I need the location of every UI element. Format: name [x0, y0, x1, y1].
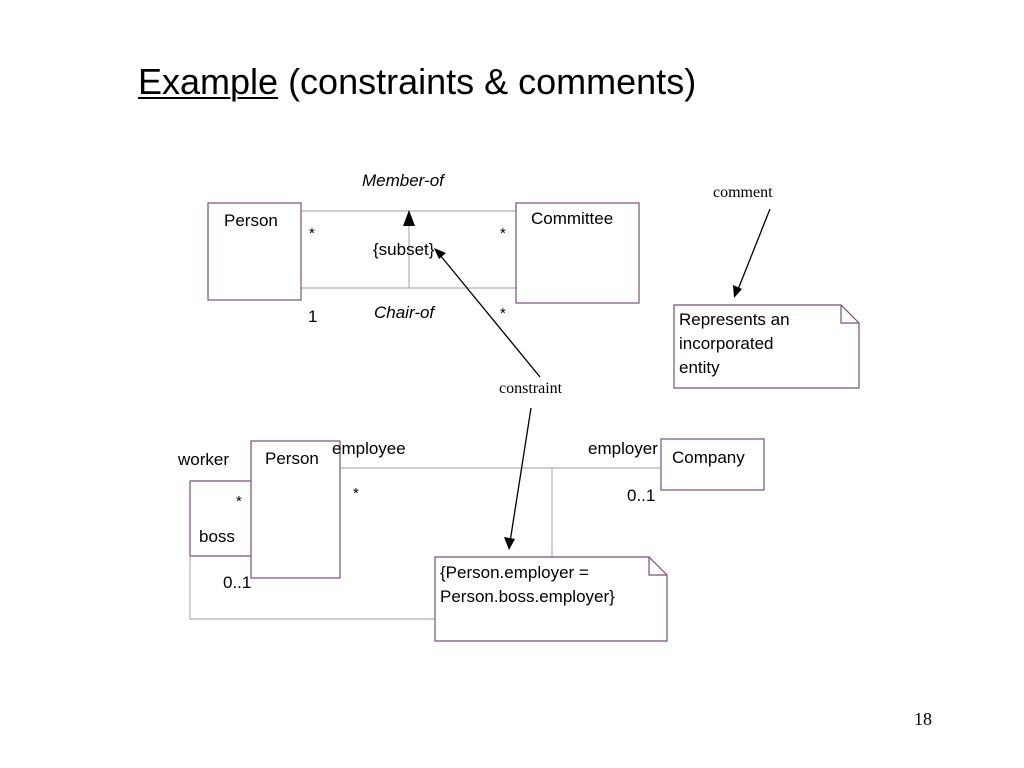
worker-multiplicity: * [236, 493, 242, 510]
comment-note-line-3: entity [679, 358, 720, 377]
boss-multiplicity: 0..1 [223, 573, 252, 592]
constraint-label: constraint [499, 380, 563, 397]
chair-of-label: Chair-of [374, 303, 435, 322]
slide-title: Example (constraints & comments) [138, 60, 696, 104]
constraint-note-fold [648, 557, 667, 576]
comment-label: comment [713, 184, 773, 201]
constraint-note-line-2: Person.boss.employer} [440, 587, 615, 606]
boss-reflexive-assoc [189, 480, 251, 557]
comment-arrowhead [733, 285, 742, 298]
comment-note-box [673, 304, 860, 389]
constraint-arrow-bottom-line [509, 407, 532, 543]
person-class-box-bottom [250, 440, 341, 579]
committee-class-box [515, 202, 640, 304]
person-class-box-top [207, 202, 302, 301]
subset-constraint-label: {subset} [373, 240, 435, 259]
constraint-arrowhead-top [434, 248, 446, 259]
company-class-box [660, 438, 765, 491]
member-of-label: Member-of [362, 171, 444, 190]
employee-role-label: employee [332, 439, 406, 458]
constraint-note-line-1: {Person.employer = [440, 563, 589, 582]
committee-class-name: Committee [531, 209, 614, 228]
title-underlined-word: Example [138, 61, 279, 102]
chair-mult-right: * [500, 305, 506, 322]
person-class-name-bottom: Person [265, 449, 319, 468]
comment-arrow-line [736, 208, 771, 293]
comment-note-line-2: incorporated [679, 334, 774, 353]
member-mult-right: * [500, 225, 506, 242]
constraint-note-text: {Person.employer = Person.boss.employer} [440, 561, 615, 609]
comment-note-fold [840, 305, 859, 324]
page-number: 18 [914, 709, 932, 729]
subset-arrowhead [403, 210, 415, 226]
comment-note-line-1: Represents an [679, 310, 790, 329]
employee-multiplicity: * [353, 485, 359, 502]
company-class-name: Company [672, 448, 745, 467]
title-rest: (constraints & comments) [278, 61, 697, 102]
chair-mult-left: 1 [308, 307, 318, 326]
employer-role-label: employer [588, 439, 658, 458]
person-class-name-top: Person [224, 211, 278, 230]
member-mult-left: * [309, 225, 315, 242]
worker-role-label: worker [178, 450, 230, 469]
comment-note-text: Represents an incorporated entity [679, 308, 790, 380]
boss-role-label: boss [199, 527, 235, 546]
boss-note-link [189, 556, 435, 620]
employer-multiplicity: 0..1 [627, 486, 656, 505]
constraint-arrow-top-line [439, 254, 541, 378]
constraint-note-box [434, 556, 668, 642]
constraint-arrowhead-bottom [504, 537, 515, 550]
